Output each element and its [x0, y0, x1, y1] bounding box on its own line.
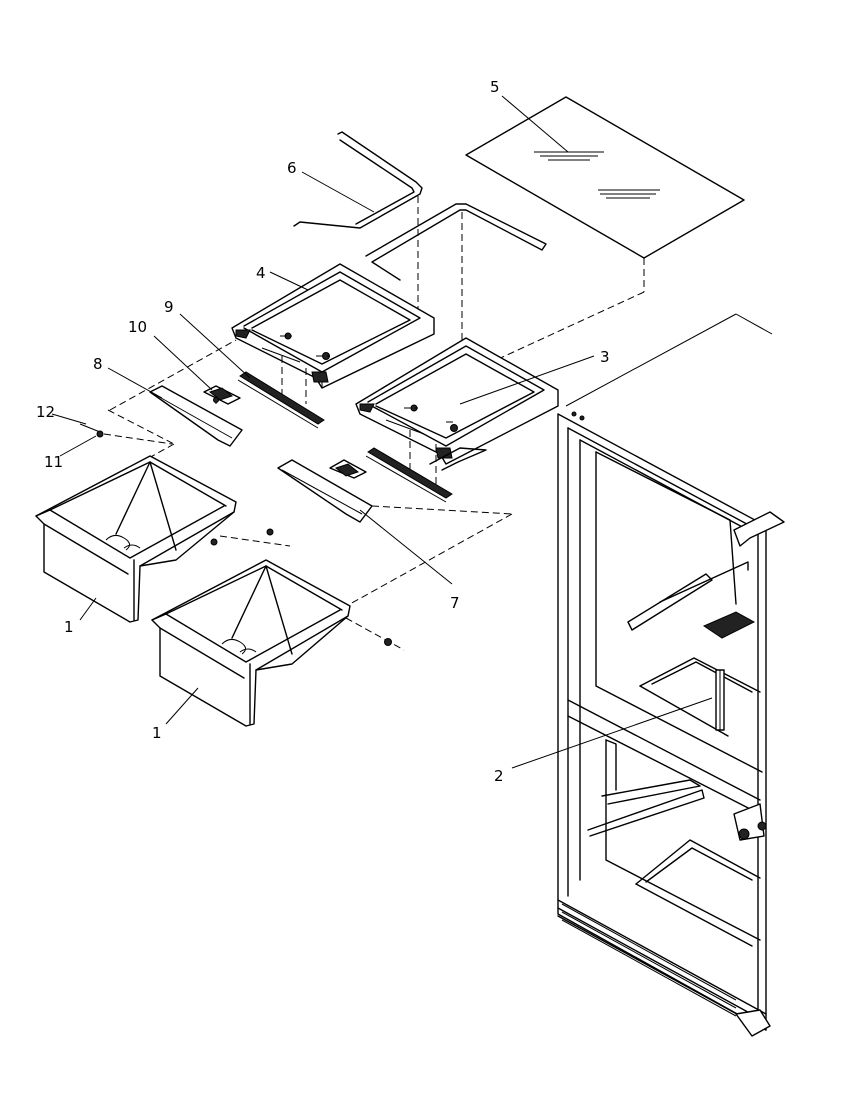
- crisper-cover-part-4: [109, 263, 435, 411]
- callout-12: 12: [36, 403, 55, 421]
- fastener-parts-11-12: [79, 423, 173, 445]
- callout-11: 11: [44, 453, 63, 471]
- front-trim-part-7: [277, 459, 513, 605]
- front-trim-part-8: [107, 385, 243, 475]
- callout-1-upper: 1: [64, 618, 74, 636]
- callout-3: 3: [600, 348, 610, 366]
- callout-9: 9: [164, 298, 174, 316]
- bracket-part-10: [203, 385, 241, 405]
- callout-8: 8: [93, 355, 103, 373]
- shelf-frame-center: [365, 203, 547, 350]
- callout-4: 4: [256, 264, 266, 282]
- slide-rail-part-9: [237, 371, 325, 429]
- callout-6: 6: [287, 159, 297, 177]
- refrigerator-cabinet: [557, 313, 785, 1037]
- callout-7: 7: [450, 594, 460, 612]
- callout-labels: 5 6 4 9 10 8 12 11 3 7 1 1 2: [36, 78, 610, 785]
- slide-rail-right: [365, 447, 453, 503]
- crisper-cover-part-3: [355, 337, 559, 484]
- callout-10: 10: [128, 318, 147, 336]
- callout-2: 2: [494, 767, 504, 785]
- callout-1-lower: 1: [152, 724, 162, 742]
- crisper-drawer-part-1-lower: [151, 559, 405, 727]
- glass-shelf-part-5: [465, 96, 745, 373]
- leader-lines: [51, 95, 713, 769]
- callout-5: 5: [490, 78, 500, 96]
- shelf-frame-part-6: [293, 131, 423, 320]
- crisper-drawer-part-1-upper: [35, 455, 291, 623]
